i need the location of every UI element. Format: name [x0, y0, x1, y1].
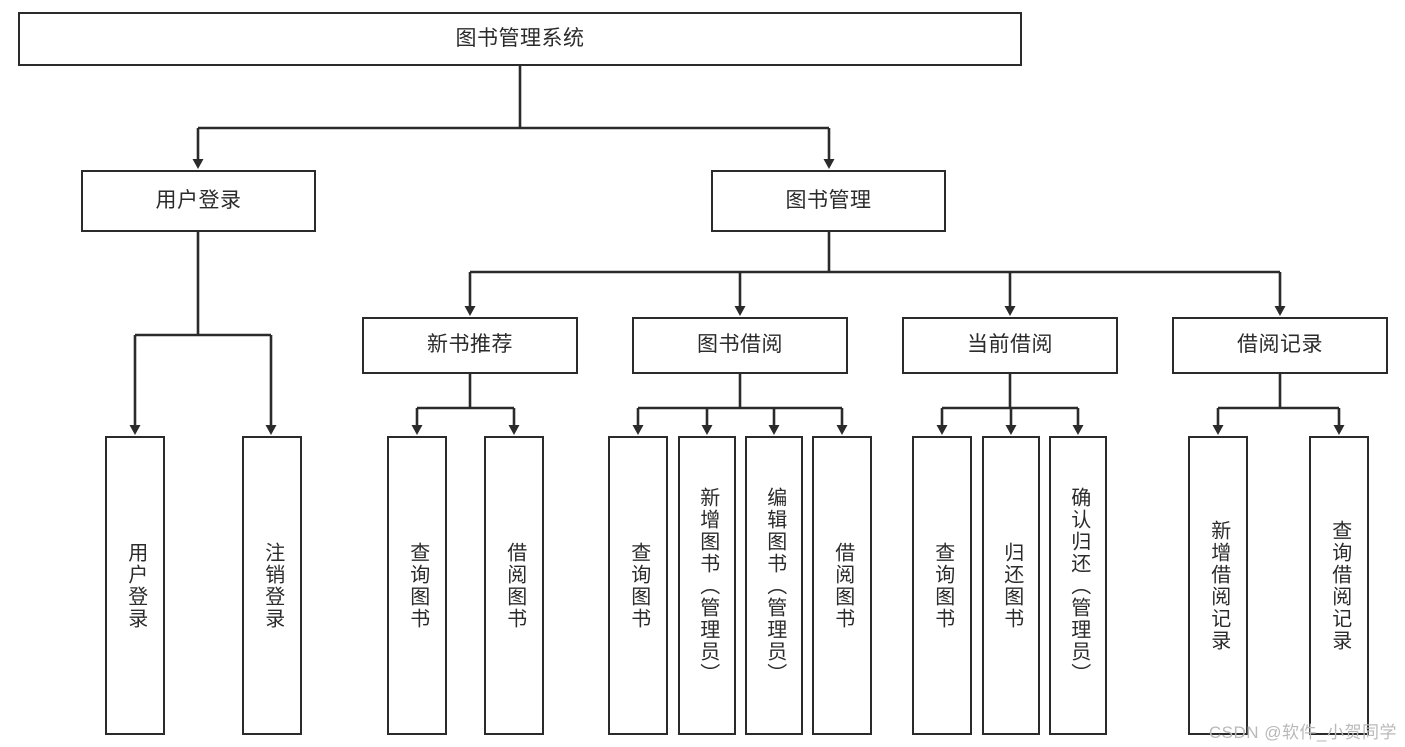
csdn-watermark: CSDN @软件_小贺同学 — [1208, 723, 1397, 742]
node-leaf-borrow-book-1[interactable]: 借阅图书 — [484, 436, 544, 735]
node-leaf-add-book-admin[interactable]: 新增图书（管理员） — [678, 436, 736, 735]
node-leaf-label: 新增借阅记录 — [1207, 519, 1230, 652]
node-level3-current-borrow[interactable]: 当前借阅 — [902, 317, 1118, 374]
node-leaf-label: 查询图书 — [931, 541, 954, 630]
node-leaf-label: 归还图书 — [1000, 541, 1023, 630]
node-leaf-add-borrow-record[interactable]: 新增借阅记录 — [1188, 436, 1248, 735]
node-leaf-label: 编辑图书（管理员） — [763, 486, 786, 685]
node-level3-new-book-recommend[interactable]: 新书推荐 — [362, 317, 578, 374]
node-leaf-label: 用户登录 — [124, 541, 147, 630]
node-leaf-label: 新增图书（管理员） — [696, 486, 719, 685]
node-leaf-user-login[interactable]: 用户登录 — [105, 436, 165, 735]
node-leaf-label: 借阅图书 — [503, 541, 526, 630]
node-leaf-query-borrow-record[interactable]: 查询借阅记录 — [1309, 436, 1369, 735]
node-level3-borrow-record[interactable]: 借阅记录 — [1172, 317, 1388, 374]
node-leaf-label: 确认归还（管理员） — [1067, 486, 1090, 685]
node-leaf-query-book-1[interactable]: 查询图书 — [387, 436, 447, 735]
node-leaf-label: 查询图书 — [406, 541, 429, 630]
node-root[interactable]: 图书管理系统 — [18, 12, 1022, 66]
node-level2-book-management[interactable]: 图书管理 — [711, 170, 946, 232]
node-leaf-logout[interactable]: 注销登录 — [242, 436, 302, 735]
node-leaf-label: 注销登录 — [261, 541, 284, 630]
node-leaf-return-book[interactable]: 归还图书 — [982, 436, 1040, 735]
node-leaf-query-book-3[interactable]: 查询图书 — [912, 436, 972, 735]
node-leaf-label: 查询借阅记录 — [1328, 519, 1351, 652]
node-leaf-borrow-book-2[interactable]: 借阅图书 — [812, 436, 872, 735]
node-level3-book-borrow[interactable]: 图书借阅 — [632, 317, 848, 374]
node-leaf-label: 借阅图书 — [831, 541, 854, 630]
node-leaf-confirm-return-admin[interactable]: 确认归还（管理员） — [1049, 436, 1107, 735]
node-level2-user-login[interactable]: 用户登录 — [81, 170, 316, 232]
node-leaf-query-book-2[interactable]: 查询图书 — [608, 436, 668, 735]
node-leaf-edit-book-admin[interactable]: 编辑图书（管理员） — [745, 436, 803, 735]
node-leaf-label: 查询图书 — [627, 541, 650, 630]
